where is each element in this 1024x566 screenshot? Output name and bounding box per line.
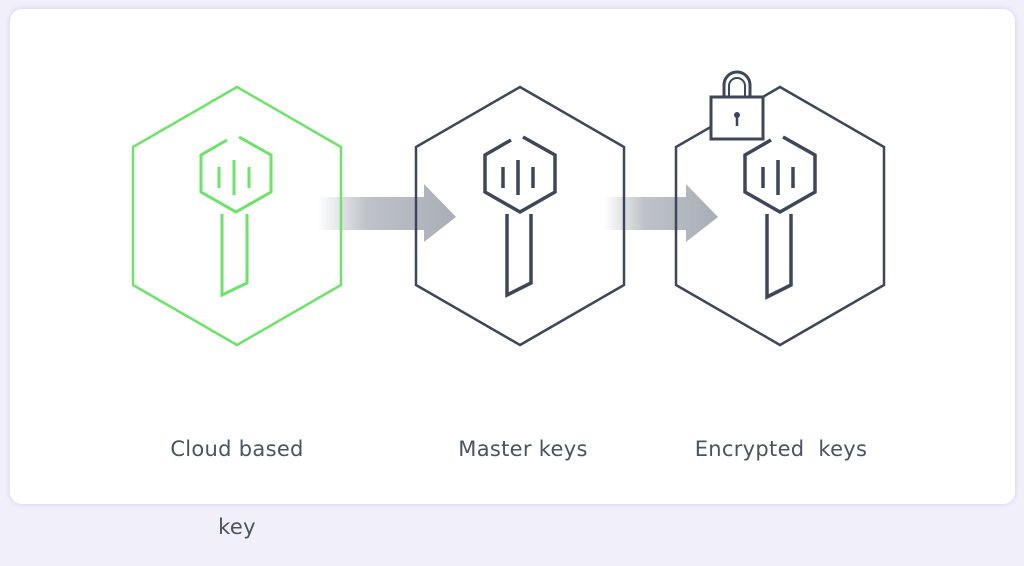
key-icon (199, 135, 273, 298)
node-label-encrypted-keys: Encrypted keys (670, 384, 892, 488)
key-icon (483, 135, 557, 298)
padlock-icon (709, 70, 765, 141)
node-encrypted-keys (674, 70, 886, 347)
node-label-master-keys: Master keys (423, 384, 623, 488)
node-cloud-key (131, 85, 343, 347)
diagram-canvas (131, 70, 886, 347)
flow-arrow-2 (604, 184, 718, 242)
label-line-2: key (218, 515, 256, 539)
flow-arrow-1 (318, 184, 456, 242)
hexagon-frame (414, 85, 626, 347)
hexagon-frame (131, 85, 343, 347)
label-line-1: Encrypted keys (694, 437, 868, 461)
key-icon (743, 135, 817, 300)
node-master-keys (414, 85, 626, 347)
label-line-1: Cloud based (170, 437, 304, 461)
node-label-cloud-key: Cloud based key (137, 384, 337, 566)
hexagon-frame (674, 85, 886, 347)
label-line-1: Master keys (458, 437, 588, 461)
